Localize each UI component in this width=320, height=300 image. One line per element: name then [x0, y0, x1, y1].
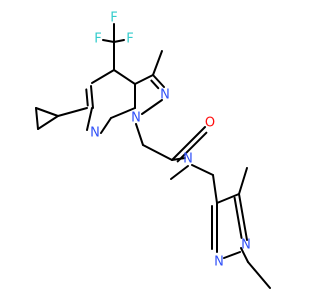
- atom-label-carbonyl-oxygen: O: [205, 116, 215, 131]
- molecule-structure-diagram: F F F N N N O N N N: [35, 10, 271, 289]
- bond-31: [223, 251, 241, 259]
- atom-label-pyrazole-n2: N: [160, 88, 170, 103]
- bond-20: [135, 123, 144, 146]
- bond-1: [102, 39, 115, 43]
- bond-7: [86, 107, 93, 131]
- bond-25: [191, 164, 214, 176]
- atom-label-ethylpyrazole-n-b: N: [241, 238, 251, 253]
- bond-16: [134, 74, 154, 85]
- bond-29-double-line: [233, 196, 243, 239]
- bond-29: [238, 193, 248, 241]
- bond-22: [171, 126, 206, 161]
- atom-label-fluorine-1: F: [94, 32, 101, 47]
- bond-19: [152, 50, 163, 76]
- atom-label-amide-nitrogen: N: [183, 152, 193, 167]
- atom-label-pyridine-nitrogen: N: [90, 126, 100, 141]
- bonds: [35, 23, 271, 289]
- bond-5: [91, 69, 115, 84]
- atom-labels: F F F N N N O N N N: [90, 11, 251, 270]
- bond-13: [35, 107, 39, 130]
- atom-label-fluorine-2: F: [126, 32, 133, 47]
- bond-32: [240, 247, 249, 263]
- bond-17: [152, 74, 165, 88]
- bond-18: [141, 99, 163, 115]
- bond-12: [35, 107, 59, 117]
- atom-label-ethylpyrazole-n-a: N: [214, 255, 224, 270]
- bond-21: [142, 144, 173, 161]
- bond-9: [110, 107, 136, 119]
- atom-label-pyrazole-n1: N: [131, 111, 141, 126]
- bond-26: [212, 174, 218, 204]
- bond-11: [57, 107, 88, 117]
- bond-6-double-line: [85, 88, 89, 107]
- bond-10: [113, 69, 136, 85]
- bond-17-double-line: [150, 79, 160, 90]
- bond-6: [90, 85, 94, 109]
- bond-28: [216, 193, 240, 204]
- bond-23: [171, 157, 186, 161]
- skeletal-formula: F F F N N N O N N N: [35, 11, 271, 289]
- bond-2: [113, 39, 125, 43]
- bond-14: [37, 115, 59, 130]
- bond-8: [100, 117, 112, 134]
- bond-22-double-line: [176, 131, 208, 163]
- bond-24: [170, 165, 189, 180]
- bond-30: [238, 167, 248, 195]
- atom-label-fluorine-3: F: [110, 11, 117, 26]
- bond-33: [247, 261, 271, 289]
